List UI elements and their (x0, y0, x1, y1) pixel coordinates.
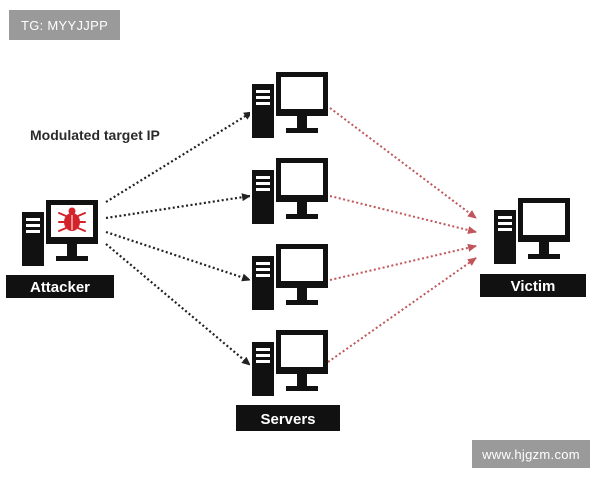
annotation-label: Modulated target IP (30, 127, 160, 143)
victim-label-box: Victim (480, 274, 586, 297)
server-computer-icon (250, 72, 328, 140)
servers-label: Servers (260, 411, 315, 428)
reflected-arrow (329, 107, 477, 219)
servers-label-box: Servers (236, 405, 340, 431)
attacker-label-box: Attacker (6, 275, 114, 298)
victim-label: Victim (511, 278, 556, 295)
attack-arrow (105, 243, 251, 366)
reflected-arrow (327, 257, 477, 363)
server-computer-icon (250, 158, 328, 226)
virus-bug-icon (58, 207, 86, 232)
attack-arrow (105, 193, 251, 220)
server-computer-icon (250, 244, 328, 312)
server-computer-icon (250, 330, 328, 398)
reflected-arrow (329, 195, 477, 234)
attacker-computer-icon (20, 200, 98, 268)
attack-arrow (105, 230, 251, 282)
reflected-arrow (329, 243, 477, 281)
node-layer (20, 72, 570, 398)
attack-arrow (105, 111, 253, 203)
watermark-top-left: TG: MYYJJPP (9, 10, 120, 40)
victim-computer-icon (492, 198, 570, 266)
edge-layer (105, 107, 477, 366)
watermark-bottom-right: www.hjgzm.com (472, 440, 590, 468)
attacker-label: Attacker (30, 279, 90, 296)
